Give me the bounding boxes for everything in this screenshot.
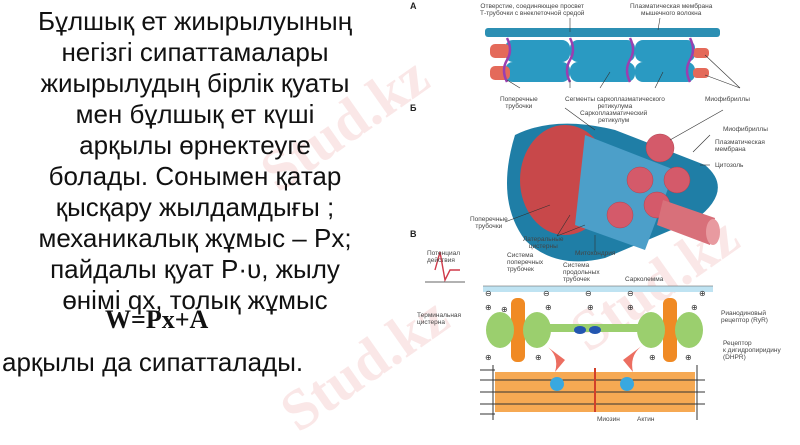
label-mitochondria: Митохондрия bbox=[575, 250, 616, 257]
label-sarcolemma: Сарколемма bbox=[625, 276, 664, 283]
label-actin: Актин bbox=[637, 416, 655, 423]
text-line: қысқару жылдамдығы ; bbox=[55, 192, 335, 222]
svg-text:⊕: ⊕ bbox=[627, 303, 634, 312]
panel-b-illustration bbox=[504, 107, 724, 262]
svg-text:⊕: ⊕ bbox=[587, 303, 594, 312]
svg-text:⊕: ⊕ bbox=[485, 353, 492, 362]
formula: W=Px+A bbox=[105, 305, 209, 334]
svg-text:⊕: ⊕ bbox=[545, 303, 552, 312]
svg-text:⊕: ⊕ bbox=[501, 305, 508, 314]
svg-text:⊖: ⊖ bbox=[585, 289, 592, 298]
svg-text:⊕: ⊕ bbox=[699, 289, 706, 298]
panel-b-letter: Б bbox=[410, 103, 417, 113]
label-myosin: Миозин bbox=[597, 416, 620, 423]
text-line: өнімі qx, толық жұмыс bbox=[62, 285, 328, 315]
svg-text:⊕: ⊕ bbox=[649, 353, 656, 362]
panel-a-letter: А bbox=[410, 1, 417, 11]
muscle-diagram: ⊖⊖⊖⊖⊕ ⊕⊕⊕⊕⊕⊕ ⊕⊕⊕⊕ bbox=[425, 17, 741, 420]
svg-text:⊕: ⊕ bbox=[535, 353, 542, 362]
text-line: механикалық жұмыс – Px; bbox=[38, 223, 352, 253]
slide-paragraph: Бұлшық ет жиырылуының негізгі сипаттамал… bbox=[0, 6, 390, 316]
panel-a-illustration bbox=[485, 17, 741, 89]
label-cytosol: Цитозоль bbox=[715, 162, 744, 169]
svg-text:⊕: ⊕ bbox=[485, 303, 492, 312]
svg-text:⊕: ⊕ bbox=[685, 353, 692, 362]
label-myofibrils: Миофибриллы bbox=[705, 96, 750, 103]
panel-c-letter: В bbox=[410, 229, 417, 239]
closing-line: арқылы да сипатталады. bbox=[2, 347, 304, 377]
text-line: мен бұлшық ет күші bbox=[75, 99, 315, 129]
text-line: негізгі сипаттамалары bbox=[61, 37, 329, 67]
text-line: Бұлшық ет жиырылуының bbox=[37, 6, 353, 36]
svg-text:⊖: ⊖ bbox=[627, 289, 634, 298]
panel-c-illustration: ⊖⊖⊖⊖⊕ ⊕⊕⊕⊕⊕⊕ ⊕⊕⊕⊕ bbox=[425, 251, 713, 420]
label-myofibrils-b: Миофибриллы bbox=[723, 126, 768, 133]
svg-text:⊖: ⊖ bbox=[543, 289, 550, 298]
muscle-fiber-figure: ⊖⊖⊖⊖⊕ ⊕⊕⊕⊕⊕⊕ ⊕⊕⊕⊕ А Б В Отверстие, соеди… bbox=[405, 0, 800, 426]
svg-text:⊖: ⊖ bbox=[485, 289, 492, 298]
text-line: арқылы өрнектеуге bbox=[79, 130, 311, 160]
text-line: жиырылудың бірлік қуаты bbox=[40, 68, 350, 98]
svg-text:⊕: ⊕ bbox=[691, 303, 698, 312]
text-line: пайдалы қуат P·υ, жылу bbox=[50, 254, 340, 284]
text-line: болады. Сонымен қатар bbox=[48, 161, 342, 191]
